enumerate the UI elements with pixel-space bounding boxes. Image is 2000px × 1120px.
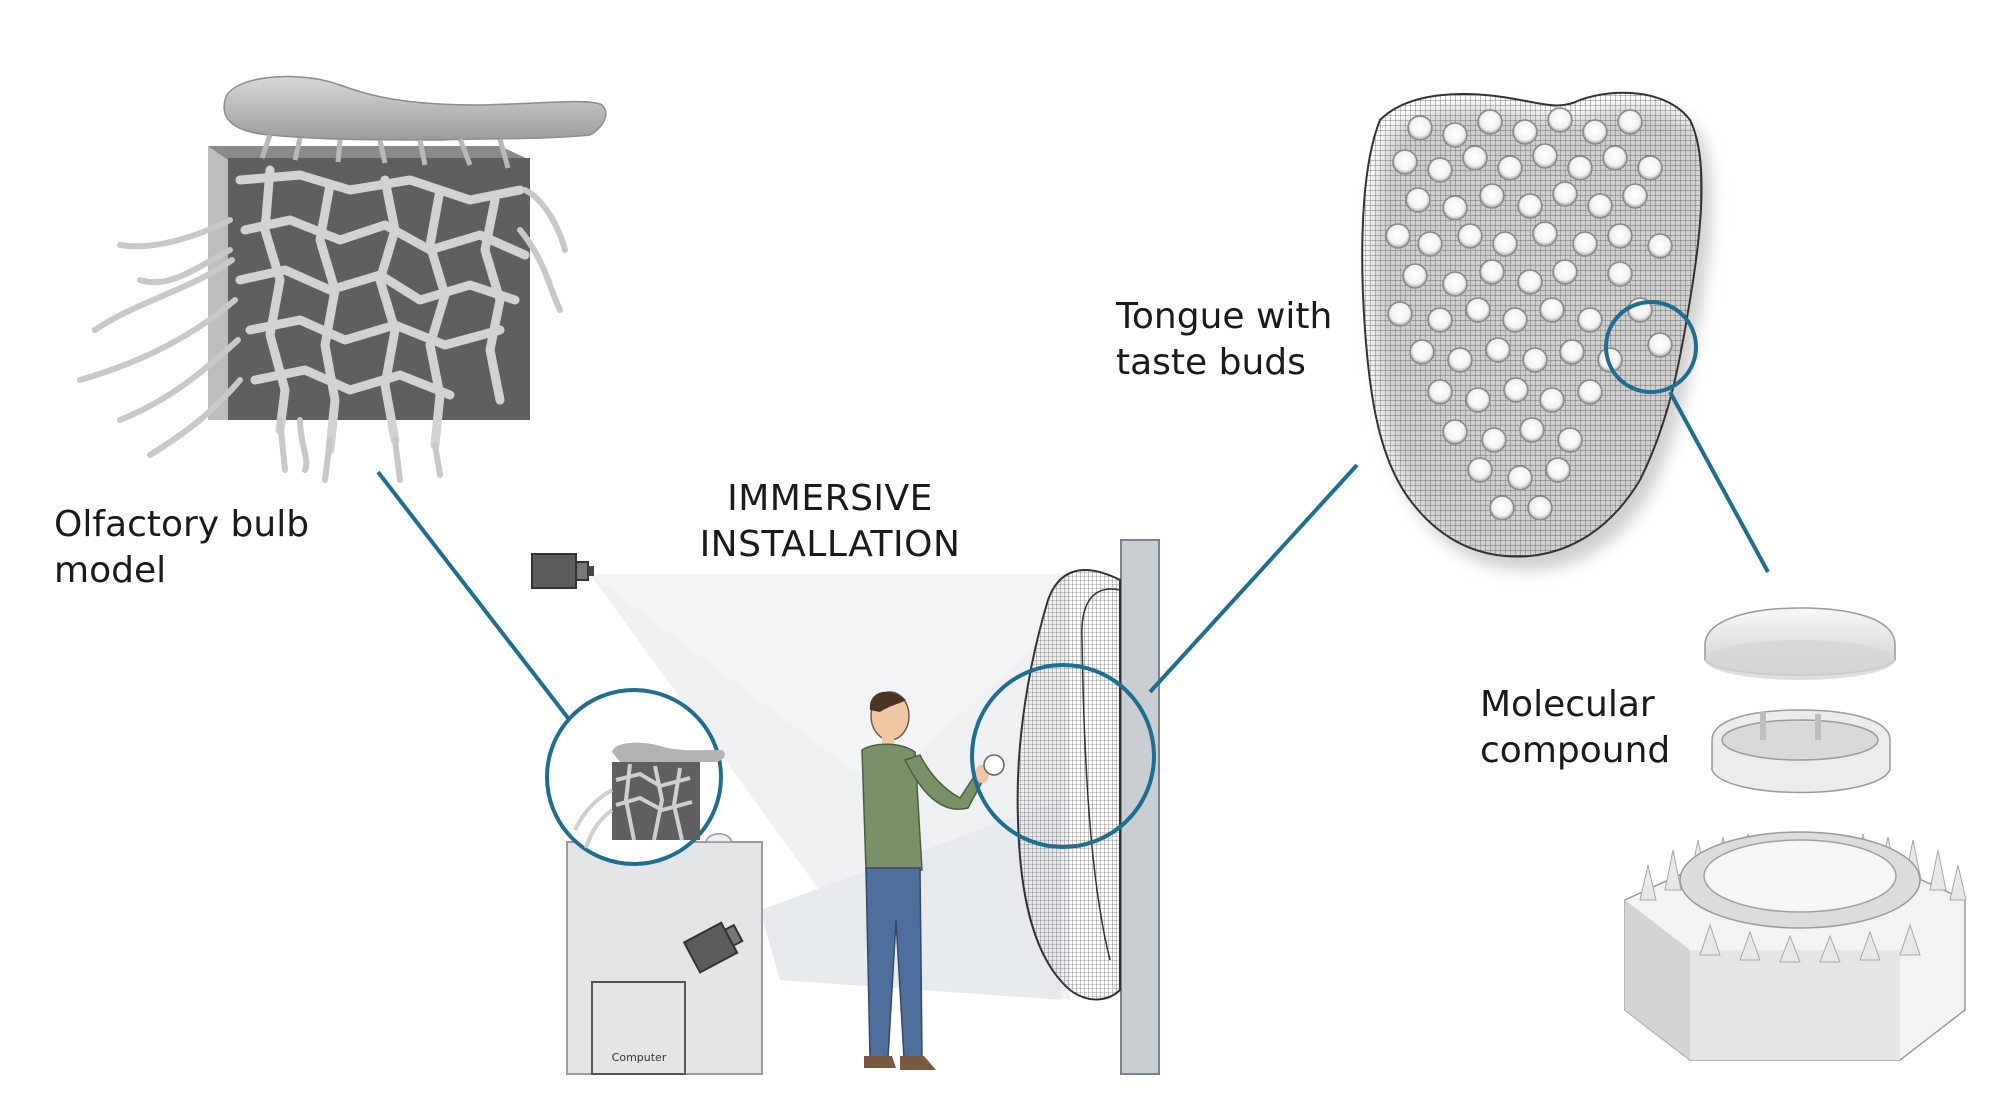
tongue-zoom-circle xyxy=(970,663,1156,849)
installation-scene xyxy=(531,539,1160,1075)
taste-bud-connector-line xyxy=(1668,391,1770,573)
taste-buds xyxy=(1385,107,1673,521)
tongue-label: Tongue with taste buds xyxy=(1116,294,1332,386)
ceiling-projector xyxy=(531,553,594,589)
taste-bud-highlight-circle xyxy=(1604,300,1698,394)
installation-title-line1: IMMERSIVE xyxy=(727,478,933,519)
molecular-compound-label-line2: compound xyxy=(1480,730,1671,771)
cabinet-projector xyxy=(682,921,744,974)
molecular-compound-label-line1: Molecular xyxy=(1480,684,1655,725)
tongue-label-line2: taste buds xyxy=(1116,342,1306,383)
molecular-compound-model xyxy=(1624,607,1967,1061)
olfactory-bulb-label-line2: model xyxy=(54,550,167,591)
olfactory-bulb-label: Olfactory bulb model xyxy=(54,502,309,594)
tongue-connector-line xyxy=(1148,463,1359,694)
tongue-taste-buds xyxy=(1361,91,1712,571)
installation-title: IMMERSIVE INSTALLATION xyxy=(680,476,980,568)
visitor-person xyxy=(861,691,1005,1070)
computer-label: Computer xyxy=(611,1051,667,1064)
installation-title-line2: INSTALLATION xyxy=(699,524,961,565)
molecular-compound-label: Molecular compound xyxy=(1480,682,1670,774)
tongue-label-line1: Tongue with xyxy=(1116,296,1333,337)
olfactory-zoom-circle xyxy=(545,688,725,866)
giant-tongue-side-view xyxy=(1016,569,1121,1001)
olfactory-bulb-label-line1: Olfactory bulb xyxy=(54,504,310,545)
olfactory-connector-line xyxy=(376,470,570,720)
computer-box xyxy=(591,981,686,1075)
olfactory-bulb-model xyxy=(77,75,607,483)
